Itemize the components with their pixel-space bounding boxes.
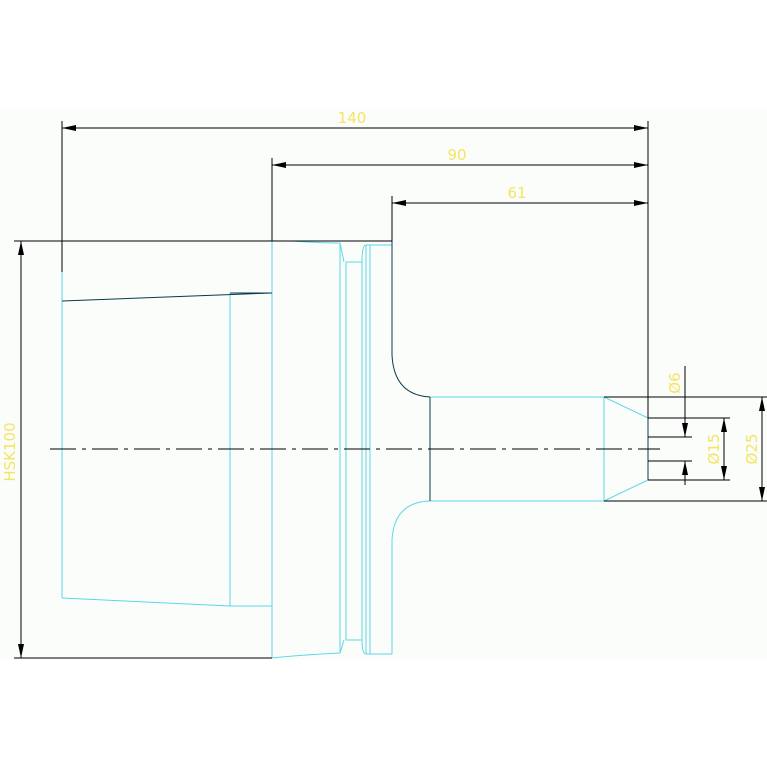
flange-groove-bottom-arc [361, 639, 392, 655]
arrow-d25-top [759, 397, 765, 411]
arrow-90-right [634, 162, 648, 168]
arrow-d6-bottom [682, 461, 688, 475]
taper-bottom-edge [61, 597, 231, 607]
flange-groove-top-arc [361, 244, 392, 263]
arrow-d15-bottom [721, 466, 727, 480]
part-dark-edges [61, 241, 649, 501]
taper-top-edge [61, 292, 273, 302]
dim-label-61: 61 [507, 184, 526, 202]
arrow-61-left [392, 200, 406, 206]
drawing-background [0, 108, 767, 660]
shoulder-bottom-fillet [391, 500, 431, 541]
dimension-lines [14, 121, 767, 659]
arrow-hsk-top [18, 241, 24, 255]
arrow-90-left [272, 162, 286, 168]
arrow-d15-top [721, 418, 727, 432]
dimension-arrowheads [18, 125, 765, 658]
tip-chamfer-bottom [603, 479, 649, 502]
dim-label-hsk100: HSK100 [1, 422, 19, 481]
dim-label-140: 140 [338, 109, 367, 127]
shoulder-top-fillet [391, 354, 431, 398]
arrow-140-right [634, 125, 648, 131]
dim-label-d15: Ø15 [705, 434, 723, 465]
dimension-labels: 140 90 61 HSK100 Ø6 Ø15 Ø25 [1, 109, 761, 482]
tip-chamfer-top [603, 396, 649, 419]
arrow-61-right [634, 200, 648, 206]
dim-label-d25: Ø25 [743, 434, 761, 465]
dim-label-90: 90 [447, 146, 466, 164]
arrow-140-left [62, 125, 76, 131]
dim-label-d6: Ø6 [666, 372, 684, 393]
arrow-d6-top [682, 423, 688, 437]
arrow-d25-bottom [759, 487, 765, 501]
flange-bottom-curve [271, 639, 345, 659]
arrow-hsk-bottom [18, 644, 24, 658]
